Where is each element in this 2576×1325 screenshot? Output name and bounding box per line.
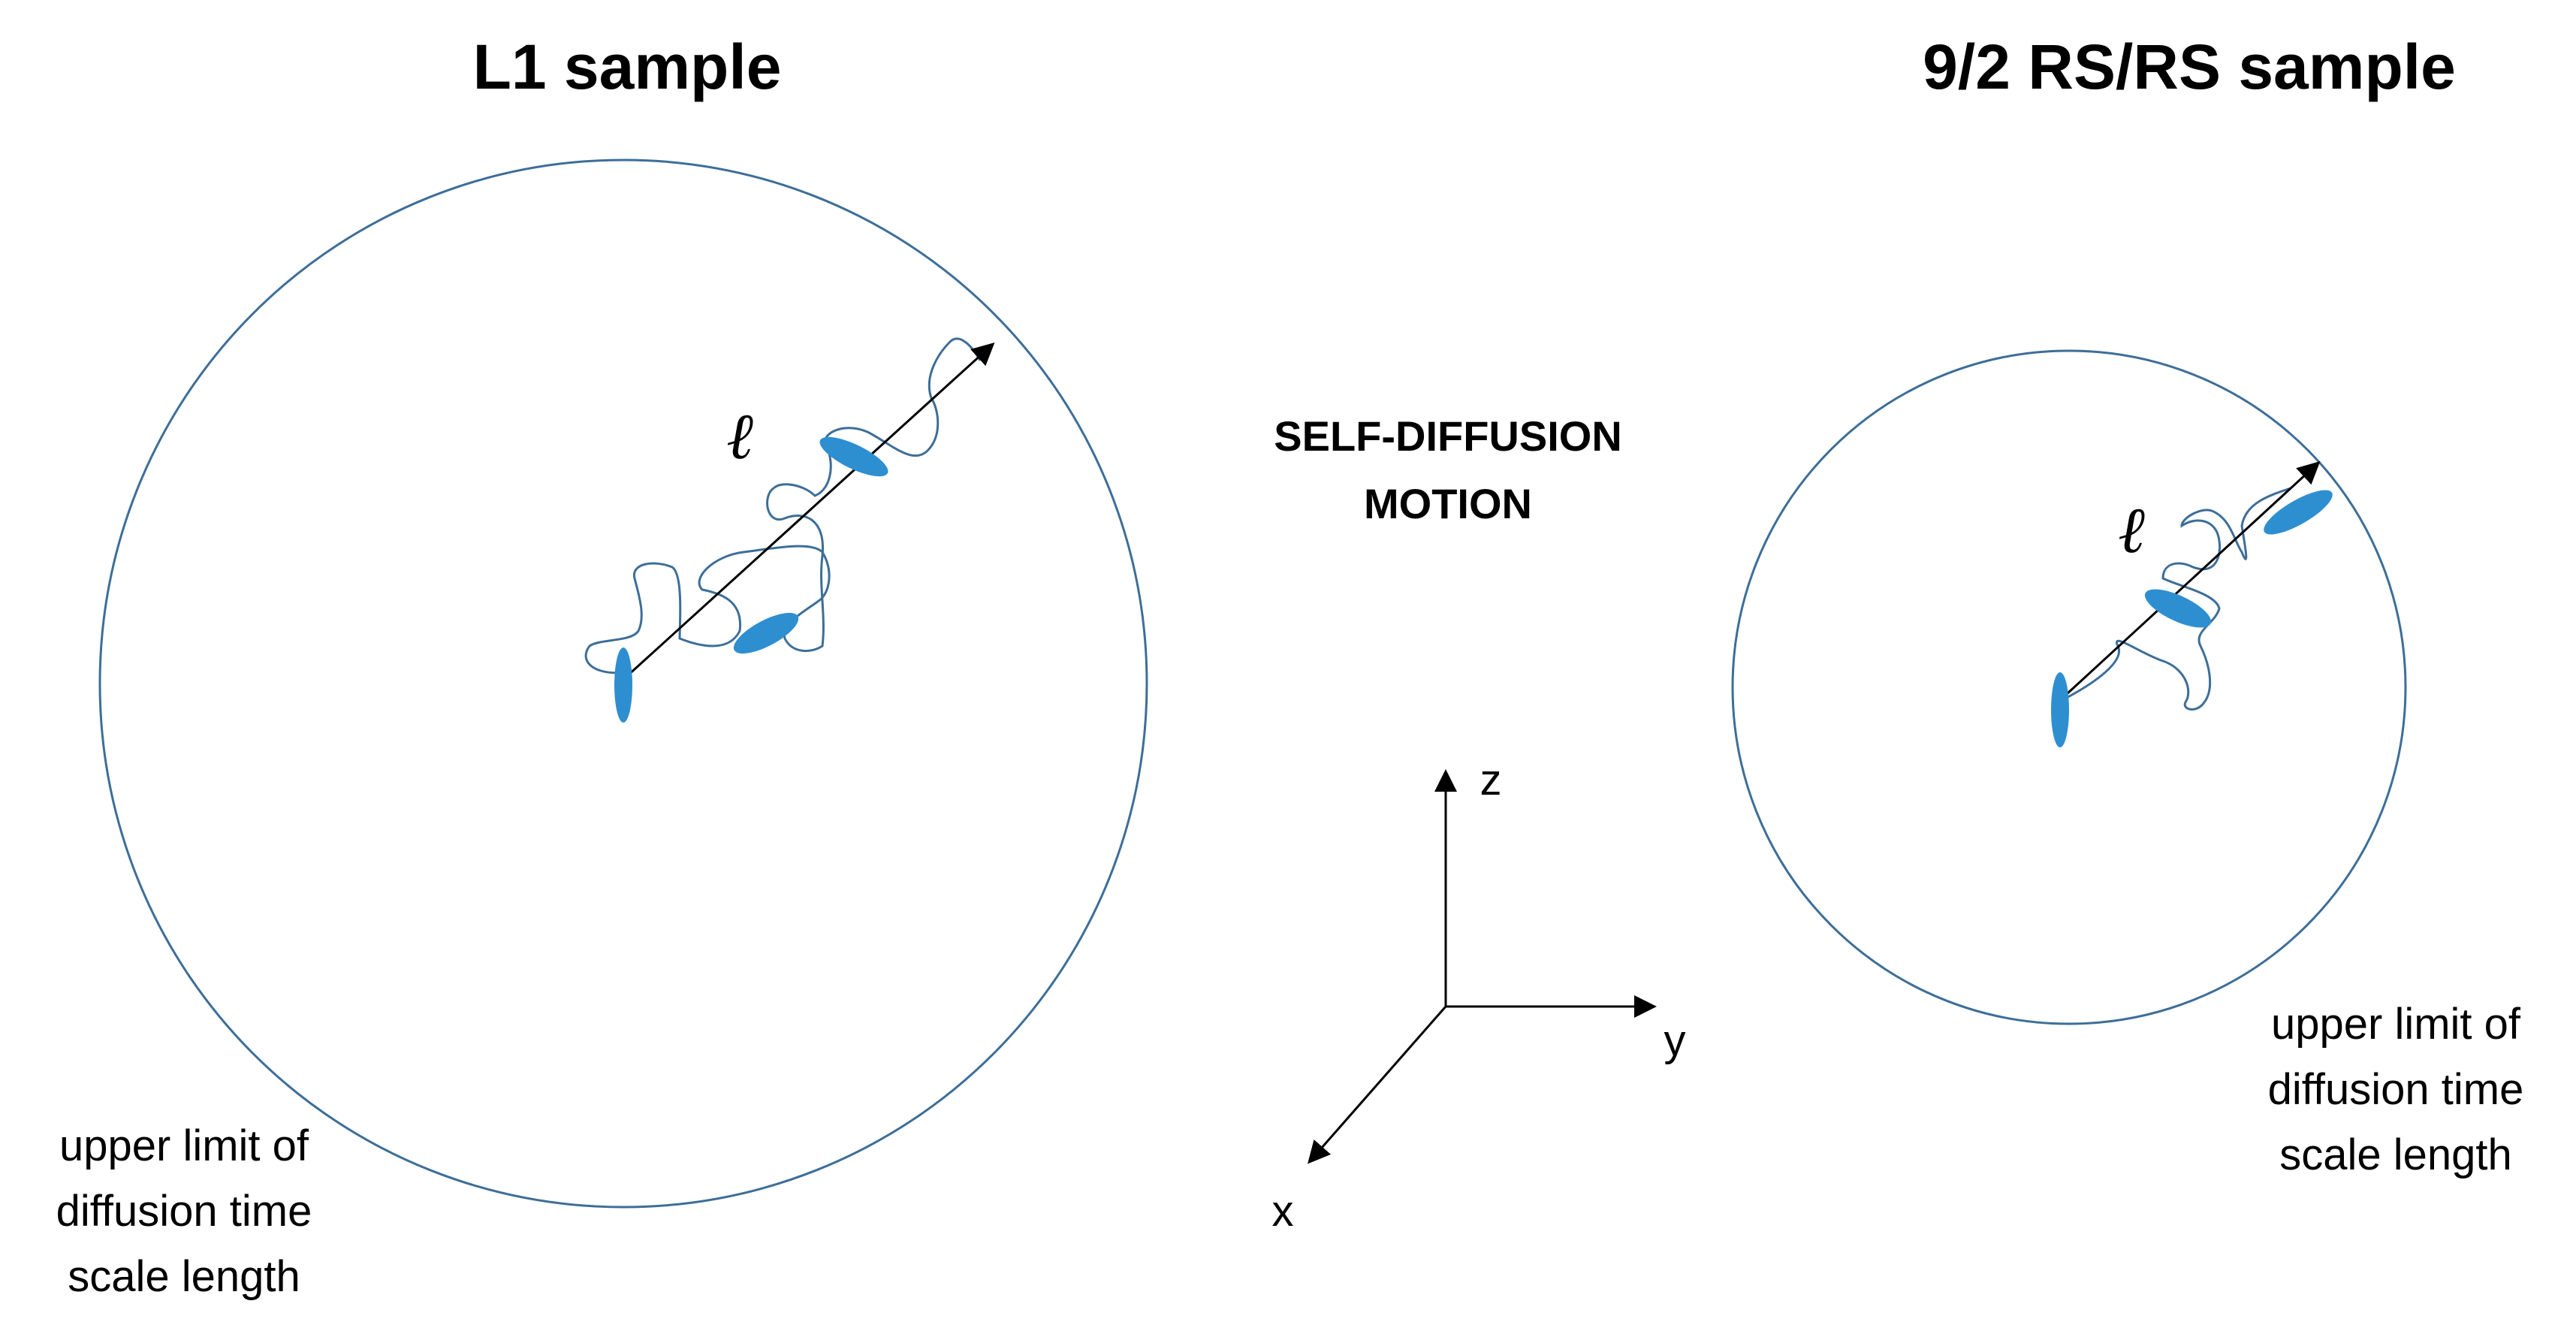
left-caption-line-3: scale length [68, 1252, 300, 1301]
left-particle-end [819, 436, 888, 477]
x-axis [1308, 1006, 1447, 1164]
right-panel-title: 9/2 RS/RS sample [1923, 32, 2456, 102]
coordinate-axes: z y x [1272, 756, 1686, 1236]
y-axis-label: y [1664, 1016, 1686, 1065]
center-label-line-2: MOTION [1364, 480, 1532, 527]
right-caption: upper limit of diffusion time scale leng… [2268, 1000, 2524, 1179]
z-axis-label: z [1480, 756, 1502, 804]
left-diffusion-circle [98, 158, 1148, 1209]
left-caption-line-2: diffusion time [56, 1187, 312, 1236]
right-random-walk-path [2057, 487, 2291, 711]
right-caption-line-3: scale length [2279, 1130, 2512, 1179]
left-panel: L1 sample ℓ upper limit of diffusion tim… [56, 32, 1148, 1301]
x-axis-label: x [1272, 1187, 1294, 1236]
left-caption-line-1: upper limit of [59, 1121, 309, 1170]
right-particle-start [2051, 672, 2069, 747]
right-particle-end [2264, 490, 2333, 535]
right-caption-line-1: upper limit of [2271, 1000, 2521, 1049]
left-length-symbol: ℓ [726, 399, 753, 474]
left-panel-title: L1 sample [473, 32, 782, 102]
center-label-line-1: SELF-DIFFUSION [1274, 412, 1622, 460]
right-caption-line-2: diffusion time [2268, 1065, 2524, 1114]
left-particle-middle [733, 612, 799, 654]
right-particle-middle [2144, 589, 2212, 628]
right-length-arrow [2056, 460, 2321, 704]
left-caption: upper limit of diffusion time scale leng… [56, 1121, 312, 1301]
center-section: SELF-DIFFUSION MOTION z y x [1272, 412, 1686, 1236]
right-panel: 9/2 RS/RS sample ℓ upper limit of diffus… [1731, 32, 2524, 1179]
left-particle-start [614, 647, 632, 723]
right-diffusion-circle [1731, 349, 2407, 1025]
left-length-arrow [626, 342, 995, 678]
right-length-symbol: ℓ [2118, 493, 2145, 568]
